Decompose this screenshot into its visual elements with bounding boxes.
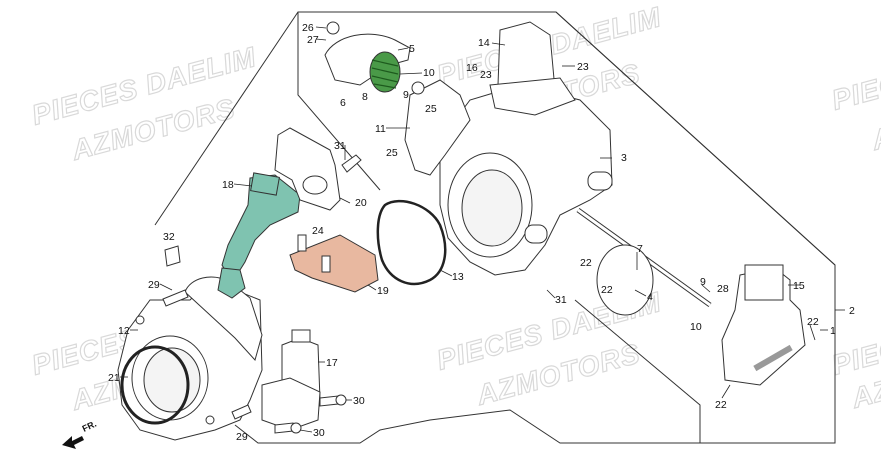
- callout-19: 19: [377, 285, 389, 297]
- bolt-31-upper-part: [341, 154, 362, 173]
- callout-25b: 25: [386, 147, 398, 159]
- callout-27: 27: [307, 34, 319, 46]
- bolt-group: [162, 289, 347, 434]
- fuel-rail-part: [274, 127, 341, 211]
- callout-13: 13: [452, 271, 464, 283]
- callout-12: 12: [118, 325, 130, 337]
- callout-2: 2: [849, 305, 855, 317]
- o-ring-part: [120, 345, 190, 425]
- callout-21: 21: [108, 372, 120, 384]
- callout-17: 17: [326, 357, 338, 369]
- callout-30a: 30: [353, 395, 365, 407]
- callout-31b: 31: [555, 294, 567, 306]
- spring-coil: [369, 51, 401, 93]
- throttle-body-part: [439, 84, 613, 276]
- callout-18: 18: [222, 179, 234, 191]
- watermark-text: PIECES DAELIM: [829, 26, 881, 116]
- callout-25a: 25: [425, 103, 437, 115]
- callout-22d: 22: [715, 399, 727, 411]
- plate-part: [404, 79, 471, 176]
- bracket-part: [289, 234, 379, 293]
- callout-1: 1: [830, 325, 836, 337]
- callout-26: 26: [302, 22, 314, 34]
- callout-20: 20: [355, 197, 367, 209]
- callout-3: 3: [621, 152, 627, 164]
- callout-8: 8: [362, 91, 368, 103]
- callout-28: 28: [717, 283, 729, 295]
- callout-29b: 29: [236, 431, 248, 443]
- callout-23b: 23: [577, 61, 589, 73]
- callout-5: 5: [409, 43, 415, 55]
- intake-manifold-part: [117, 276, 263, 441]
- direction-label: FR.: [81, 419, 98, 434]
- gasket-part: [376, 199, 447, 286]
- leader-lines: [120, 26, 845, 433]
- callout-16: 16: [466, 62, 478, 74]
- callout-29a: 29: [148, 279, 160, 291]
- callout-labels: 26 27 5 10 9 8 6 14 16 23 23 25 11 25 3 …: [108, 22, 855, 443]
- callout-23a: 23: [480, 69, 492, 81]
- throttle-plate-part: [596, 244, 654, 316]
- watermark-text: PIECE: [829, 328, 881, 381]
- callout-22a: 22: [580, 257, 592, 269]
- callout-6: 6: [340, 97, 346, 109]
- tps-sensor-part: [721, 264, 806, 386]
- fuel-injector-part: [217, 172, 301, 299]
- callout-24: 24: [312, 225, 324, 237]
- direction-arrow-icon: [62, 436, 84, 449]
- callout-9: 9: [403, 89, 409, 101]
- callout-30b: 30: [313, 427, 325, 439]
- bolt-32-part: [164, 245, 181, 267]
- callout-22b: 22: [601, 284, 613, 296]
- callout-14: 14: [478, 37, 490, 49]
- callout-32: 32: [163, 231, 175, 243]
- callout-4: 4: [647, 291, 653, 303]
- spring-assembly-part: [324, 21, 425, 95]
- callout-11: 11: [375, 123, 386, 135]
- callout-31a: 31: [334, 140, 346, 152]
- callout-22c: 22: [807, 316, 819, 328]
- map-sensor-part: [261, 329, 321, 431]
- callout-15: 15: [793, 280, 805, 292]
- callout-10b: 10: [690, 321, 702, 333]
- callout-10: 10: [423, 67, 435, 79]
- callout-7: 7: [637, 243, 643, 255]
- top-sensor-part: [489, 21, 576, 116]
- front-direction-indicator: FR.: [62, 419, 98, 449]
- callout-9b: 9: [700, 276, 706, 288]
